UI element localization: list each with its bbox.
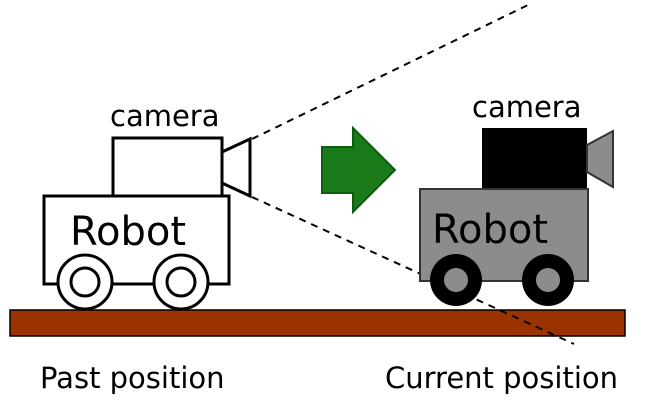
current-camera-label: camera <box>472 90 582 124</box>
past-camera-body <box>111 136 224 198</box>
past-camera-lens <box>220 136 252 199</box>
current-camera-body <box>482 128 587 190</box>
past-camera-label: camera <box>110 99 220 133</box>
field-of-view <box>251 4 575 345</box>
current-rear-wheel-hub <box>536 268 560 292</box>
current-robot: camera Robot <box>419 90 614 306</box>
motion-arrow <box>321 125 397 215</box>
current-position-caption: Current position <box>385 361 618 395</box>
current-camera-lens <box>586 129 614 189</box>
current-front-wheel-hub <box>444 268 468 292</box>
past-position-caption: Past position <box>40 361 225 395</box>
past-front-wheel-hub <box>69 266 101 298</box>
ground <box>9 309 626 337</box>
current-robot-label: Robot <box>432 207 548 253</box>
fov-lower-line <box>251 196 575 345</box>
past-robot: camera Robot <box>42 99 252 311</box>
past-robot-label: Robot <box>70 209 186 255</box>
past-rear-wheel-hub <box>165 266 197 298</box>
